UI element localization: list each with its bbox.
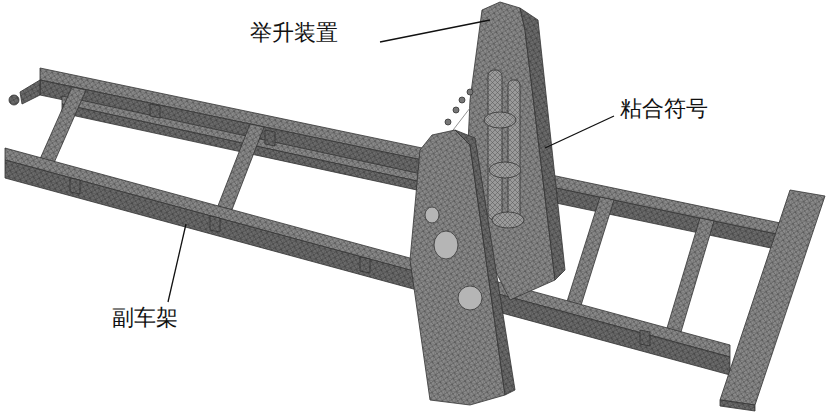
part-label: 粘合符号 xyxy=(620,96,708,122)
part-label: 副车架 xyxy=(112,305,178,331)
part-label: 举升装置 xyxy=(250,20,338,46)
